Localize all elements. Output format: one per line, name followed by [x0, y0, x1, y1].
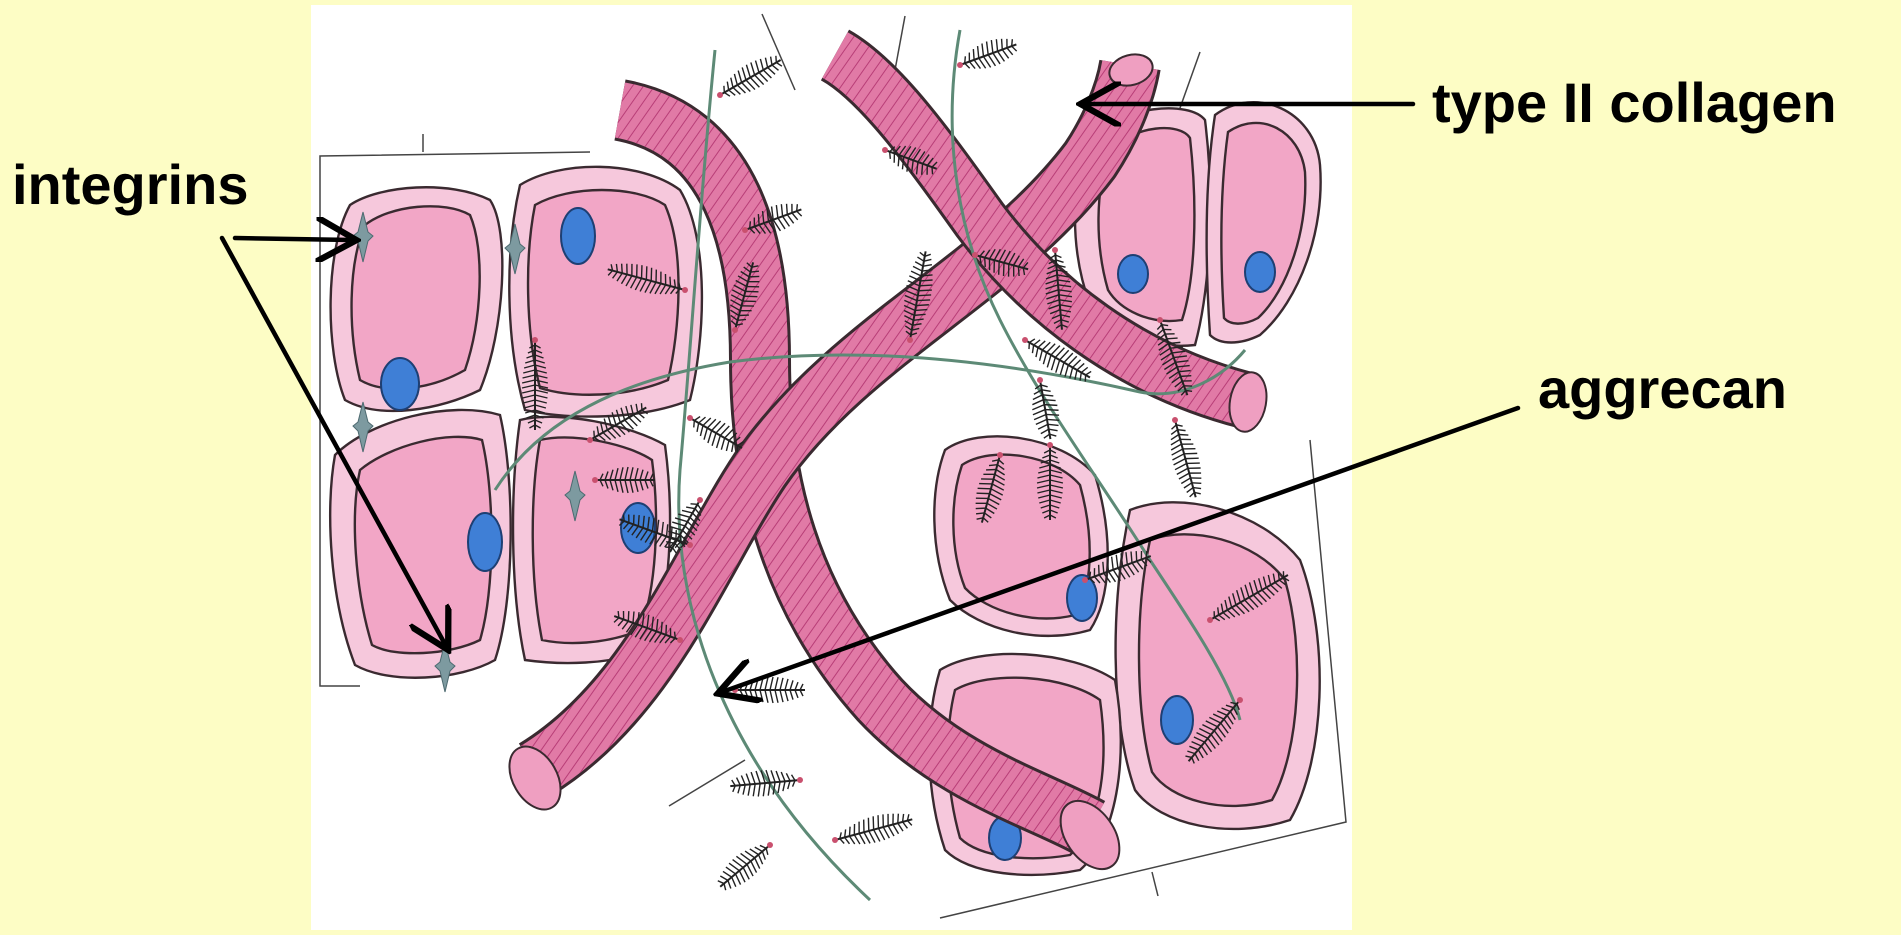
integrins-arrow-upper [235, 238, 352, 240]
nucleus-icon [468, 513, 502, 571]
nucleus-icon [1118, 255, 1148, 293]
nucleus-icon [621, 503, 655, 553]
aggrecan-label: aggrecan [1538, 361, 1787, 417]
nucleus-icon [1161, 696, 1193, 744]
integrins-label: integrins [12, 157, 248, 213]
chondrocyte [331, 187, 503, 411]
nucleus-icon [381, 358, 419, 410]
nucleus-icon [561, 208, 595, 264]
chondrocyte [509, 167, 702, 417]
type-ii-collagen-label: type II collagen [1432, 75, 1837, 131]
nucleus-icon [1245, 252, 1275, 292]
chondrocyte [330, 410, 511, 678]
